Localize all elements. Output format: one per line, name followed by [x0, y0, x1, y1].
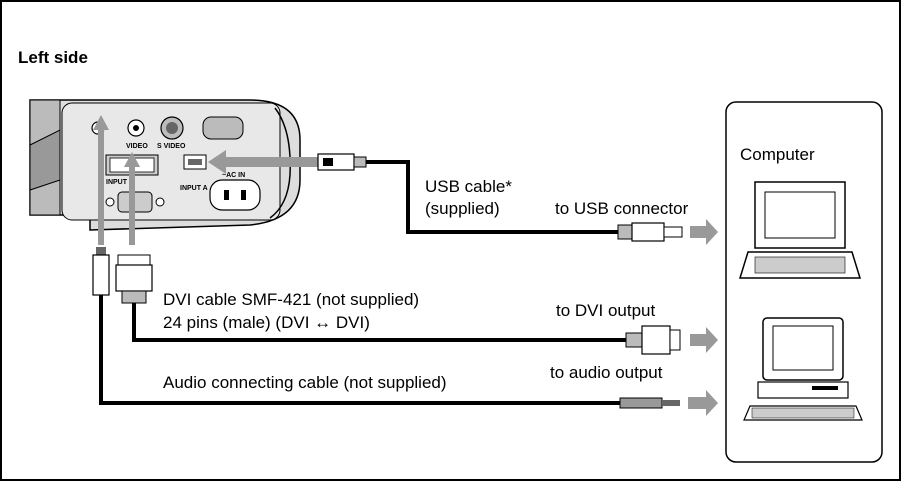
- dvi-destination: to DVI output: [556, 301, 656, 320]
- desktop-pc-icon: [743, 317, 863, 421]
- projector-panel: VIDEO S VIDEO INPUT B INPUT A ~AC IN: [29, 99, 301, 231]
- usb-cable-note: (supplied): [425, 199, 500, 218]
- port-label-video: VIDEO: [126, 143, 148, 150]
- dvi-cable: [115, 254, 681, 355]
- laptop-icon: [738, 181, 862, 279]
- port-label-ac-in: ~AC IN: [222, 172, 245, 179]
- computer-box: Computer: [725, 101, 883, 463]
- usb-cable: [317, 153, 683, 242]
- port-label-input-b: INPUT B: [106, 179, 134, 186]
- ac-in-port: [209, 179, 261, 211]
- section-heading: Left side: [18, 48, 88, 67]
- computer-label: Computer: [740, 145, 815, 164]
- dvi-cable-name: DVI cable SMF-421 (not supplied): [163, 290, 419, 309]
- audio-cable-name: Audio connecting cable (not supplied): [163, 373, 447, 392]
- usb-destination: to USB connector: [555, 199, 689, 218]
- port-label-s-video: S VIDEO: [157, 143, 186, 150]
- direction-arrows: [93, 115, 718, 416]
- dvi-cable-pins: 24 pins (male) (DVI ↔ DVI): [163, 313, 370, 332]
- usb-cable-name: USB cable*: [425, 177, 512, 196]
- port-label-input-a: INPUT A: [180, 185, 208, 192]
- audio-destination: to audio output: [550, 363, 663, 382]
- audio-cable: [92, 247, 680, 409]
